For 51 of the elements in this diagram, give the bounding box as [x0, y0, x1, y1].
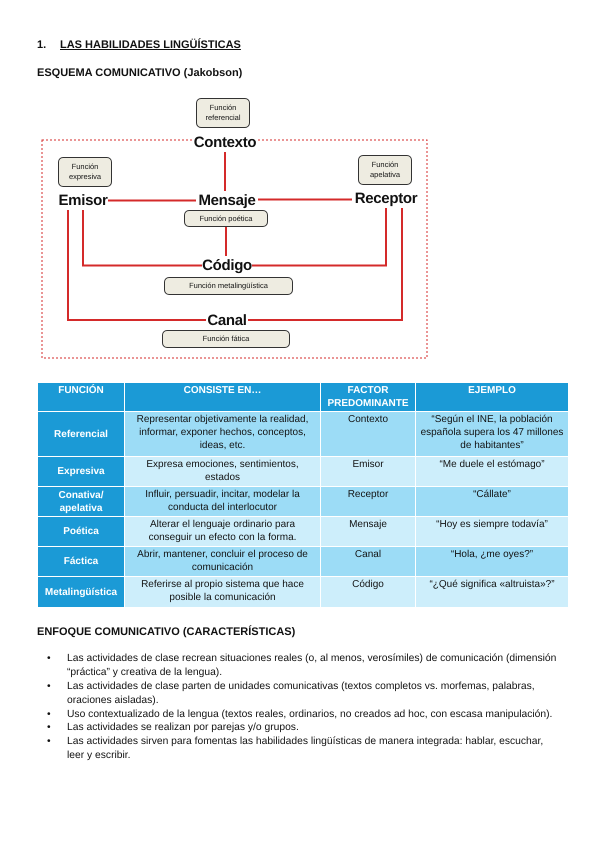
connector-line: [252, 208, 387, 266]
table-cell: Referirse al propio sistema que hace posible la comunicación: [124, 576, 320, 608]
table-cell: “Según el INE, la población española supera los 47 millones de habitantes”: [416, 412, 568, 456]
subheading: ENFOQUE COMUNICATIVO (CARACTERÍSTICAS): [37, 626, 296, 638]
factor-label: Código: [202, 256, 252, 275]
row-header-cell: Fáctica: [38, 546, 124, 576]
table-header-cell: CONSISTE EN…: [124, 382, 320, 412]
section-heading: LAS HABILIDADES LINGÜÍSTICAS: [60, 39, 241, 51]
table-cell: “Hoy es siempre todavía”: [416, 516, 568, 546]
table-cell: Código: [320, 576, 416, 608]
bullet-text: Uso contextualizado de la lengua (textos reales, ordinarios, no creados ad hoc, con escasa manipulación).: [67, 708, 552, 720]
table-cell: “¿Qué significa «altruista»?”: [416, 576, 568, 608]
bullet-text: Las actividades de clase recrean situaciones reales (o, al menos, verosímiles) de comunicación (dimensión “práctica” y creativa de la lengua).: [67, 653, 556, 678]
bullet-text: Las actividades se realizan por parejas y/o grupos.: [67, 722, 299, 734]
bullet-mark: •: [47, 708, 51, 722]
bullet-mark: •: [47, 735, 51, 750]
connector-line: [258, 198, 352, 200]
connector-line: [82, 210, 202, 266]
row-header-cell: Referencial: [38, 412, 124, 456]
row-header-cell: Conativa/ apelativa: [38, 486, 124, 516]
table-cell: Alterar el lenguaje ordinario para conseguir un efecto con la forma.: [124, 516, 320, 546]
connector-line: [248, 208, 403, 321]
bullet-mark: •: [47, 721, 51, 736]
connector-line: [108, 200, 196, 202]
table-header-cell: FACTOR PREDOMINANTE: [320, 382, 416, 412]
section-number: 1.: [37, 39, 46, 51]
table-cell: Representar objetivamente la realidad, informar, exponer hechos, conceptos, ideas, etc.: [124, 412, 320, 456]
table-cell: Canal: [320, 546, 416, 576]
table-cell: Emisor: [320, 456, 416, 486]
table-cell: “Cállate”: [416, 486, 568, 516]
table-cell: Influir, persuadir, incitar, modelar la conducta del interlocutor: [124, 486, 320, 516]
connector-line: [67, 210, 206, 321]
table-header-cell: EJEMPLO: [416, 382, 568, 412]
bullet-mark: •: [47, 652, 51, 666]
connector-line: [224, 152, 226, 191]
bullet-text: Las actividades sirven para fomentas las habilidades lingüísticas de manera integrada: hablar, escuchar, leer y escribir.: [67, 736, 544, 762]
table-cell: “Me duele el estómago”: [416, 456, 568, 486]
table-cell: Mensaje: [320, 516, 416, 546]
bullet-text: Las actividades de clase parten de unidades comunicativas (textos completos vs. morfemas, palabras, oraciones aisladas).: [67, 680, 535, 706]
table-cell: Receptor: [320, 486, 416, 516]
row-header-cell: Expresiva: [38, 456, 124, 486]
table-cell: Expresa emociones, sentimientos, estados: [124, 456, 320, 486]
table-cell: Contexto: [320, 412, 416, 456]
subheading: ESQUEMA COMUNICATIVO (Jakobson): [37, 67, 242, 79]
bullet-mark: •: [47, 680, 51, 694]
table-cell: Abrir, mantener, concluir el proceso de comunicación: [124, 546, 320, 576]
row-header-cell: Metalingüística: [38, 576, 124, 608]
table-cell: “Hola, ¿me oyes?”: [416, 546, 568, 576]
connector-line: [225, 227, 227, 256]
table-header-cell: FUNCIÓN: [38, 382, 124, 412]
row-header-cell: Poética: [38, 516, 124, 546]
